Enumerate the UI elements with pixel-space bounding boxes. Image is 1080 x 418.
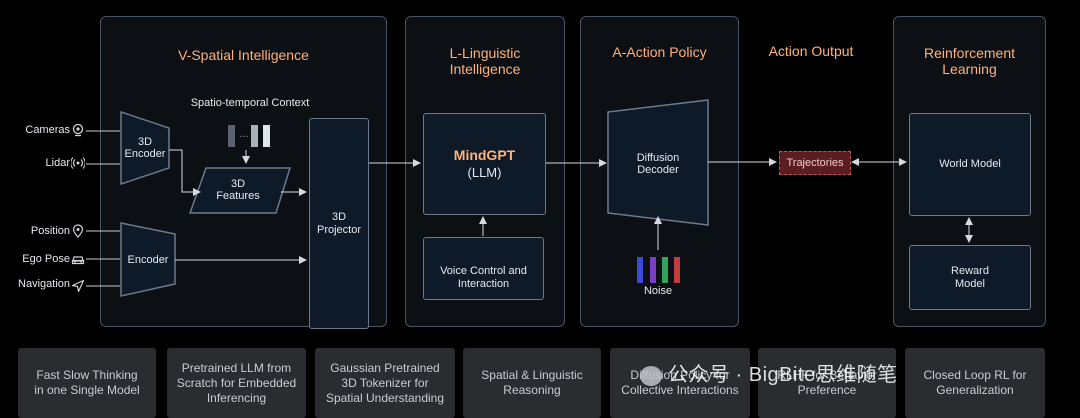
encoder-label: Encoder bbox=[127, 254, 169, 266]
lidar-icon bbox=[71, 157, 85, 169]
noise-label: Noise bbox=[643, 285, 673, 297]
mindgpt-label: MindGPT bbox=[453, 147, 516, 163]
input-position: Position bbox=[30, 225, 70, 237]
noise-bar-4 bbox=[674, 257, 680, 283]
projector-3d-box: 3D Projector bbox=[309, 118, 369, 329]
panel-rl-title-2: Learning bbox=[942, 61, 997, 77]
panel-action-title: A-Action Policy bbox=[612, 44, 707, 60]
feature-card-5-line2: Collective Interactions bbox=[621, 383, 739, 397]
context-dots: ... bbox=[239, 128, 249, 140]
features-3d-shape bbox=[188, 167, 292, 214]
world-model-label: World Model bbox=[939, 158, 1001, 170]
watermark-text: 公众号 · BigBite思维随笔 bbox=[668, 364, 898, 386]
context-token-1 bbox=[228, 125, 235, 147]
feature-card-3-line2: 3D Tokenizer for bbox=[341, 375, 429, 390]
noise-bar-2 bbox=[650, 257, 656, 283]
feature-card-1-line1: Fast Slow Thinking bbox=[36, 368, 138, 382]
reward-label-2: Model bbox=[955, 277, 985, 290]
llm-label: (LLM) bbox=[467, 165, 502, 180]
context-label: Spatio-temporal Context bbox=[190, 97, 310, 109]
encoder-shape bbox=[120, 222, 176, 297]
panel-linguistic-title-2: Intelligence bbox=[449, 61, 521, 77]
input-navigation: Navigation bbox=[18, 278, 70, 290]
location-pin-icon bbox=[72, 224, 84, 238]
voice-label-2: Interaction bbox=[457, 277, 510, 290]
world-model-box: World Model bbox=[909, 113, 1031, 216]
features-3d-label-1: 3D bbox=[230, 178, 246, 190]
feature-card-6-line1: RLHF for Behavior bbox=[777, 368, 877, 382]
context-token-3 bbox=[263, 125, 270, 147]
diffusion-label-2: Decoder bbox=[637, 164, 679, 176]
noise-bar-1 bbox=[637, 257, 643, 283]
wechat-icon bbox=[640, 365, 662, 386]
features-3d-label-2: Features bbox=[216, 190, 260, 202]
feature-card-6-line2: Preference bbox=[797, 383, 857, 397]
projector-label-2: Projector bbox=[316, 223, 362, 236]
voice-label-1: Voice Control and bbox=[440, 264, 527, 277]
input-lidar: Lidar bbox=[45, 157, 70, 169]
panel-linguistic-title-1: L-Linguistic bbox=[449, 45, 521, 61]
encoder-3d-label-1: 3D bbox=[137, 136, 153, 148]
navigation-arrow-icon bbox=[71, 279, 85, 293]
feature-card-2-line2: Scratch for Embedded bbox=[176, 375, 297, 390]
feature-card-3-line3: Spatial Understanding bbox=[325, 390, 445, 405]
noise-bar-3 bbox=[662, 257, 668, 283]
input-cameras: Cameras bbox=[25, 124, 70, 136]
panel-rl-title-1: Reinforcement bbox=[923, 45, 1016, 61]
feature-card-7-line2: Generalization bbox=[936, 383, 1014, 397]
encoder-3d-shape bbox=[120, 110, 170, 186]
voice-control-box: Voice Control and Interaction bbox=[423, 237, 544, 300]
camera-icon bbox=[72, 123, 84, 137]
output-title: Action Output bbox=[768, 43, 854, 59]
feature-card-7-line1: Closed Loop RL for bbox=[923, 368, 1027, 382]
feature-card-2-line1: Pretrained LLM from bbox=[181, 360, 292, 375]
context-token-2 bbox=[251, 125, 258, 147]
feature-card-1-line2: in one Single Model bbox=[34, 383, 140, 397]
feature-card-3-line1: Gaussian Pretrained bbox=[330, 360, 440, 375]
car-icon bbox=[71, 256, 85, 265]
reward-label-1: Reward bbox=[951, 264, 989, 277]
projector-label-1: 3D bbox=[331, 210, 347, 223]
diffusion-decoder-shape bbox=[607, 99, 709, 226]
feature-card-2-line3: Inferencing bbox=[206, 390, 267, 405]
diffusion-label-1: Diffusion bbox=[636, 152, 680, 164]
watermark: 公众号 · BigBite思维随笔 bbox=[640, 358, 898, 387]
reward-model-box: Reward Model bbox=[909, 245, 1031, 310]
encoder-3d-label-2: Encoder bbox=[124, 148, 166, 160]
input-ego-pose: Ego Pose bbox=[22, 253, 70, 265]
trajectories-box: Trajectories bbox=[779, 151, 851, 175]
panel-spatial-title: V-Spatial Intelligence bbox=[178, 47, 309, 63]
mindgpt-box: MindGPT (LLM) bbox=[423, 113, 546, 215]
feature-card-4-line2: Reasoning bbox=[503, 383, 561, 397]
feature-card-4-line1: Spatial & Linguistic bbox=[481, 368, 583, 382]
